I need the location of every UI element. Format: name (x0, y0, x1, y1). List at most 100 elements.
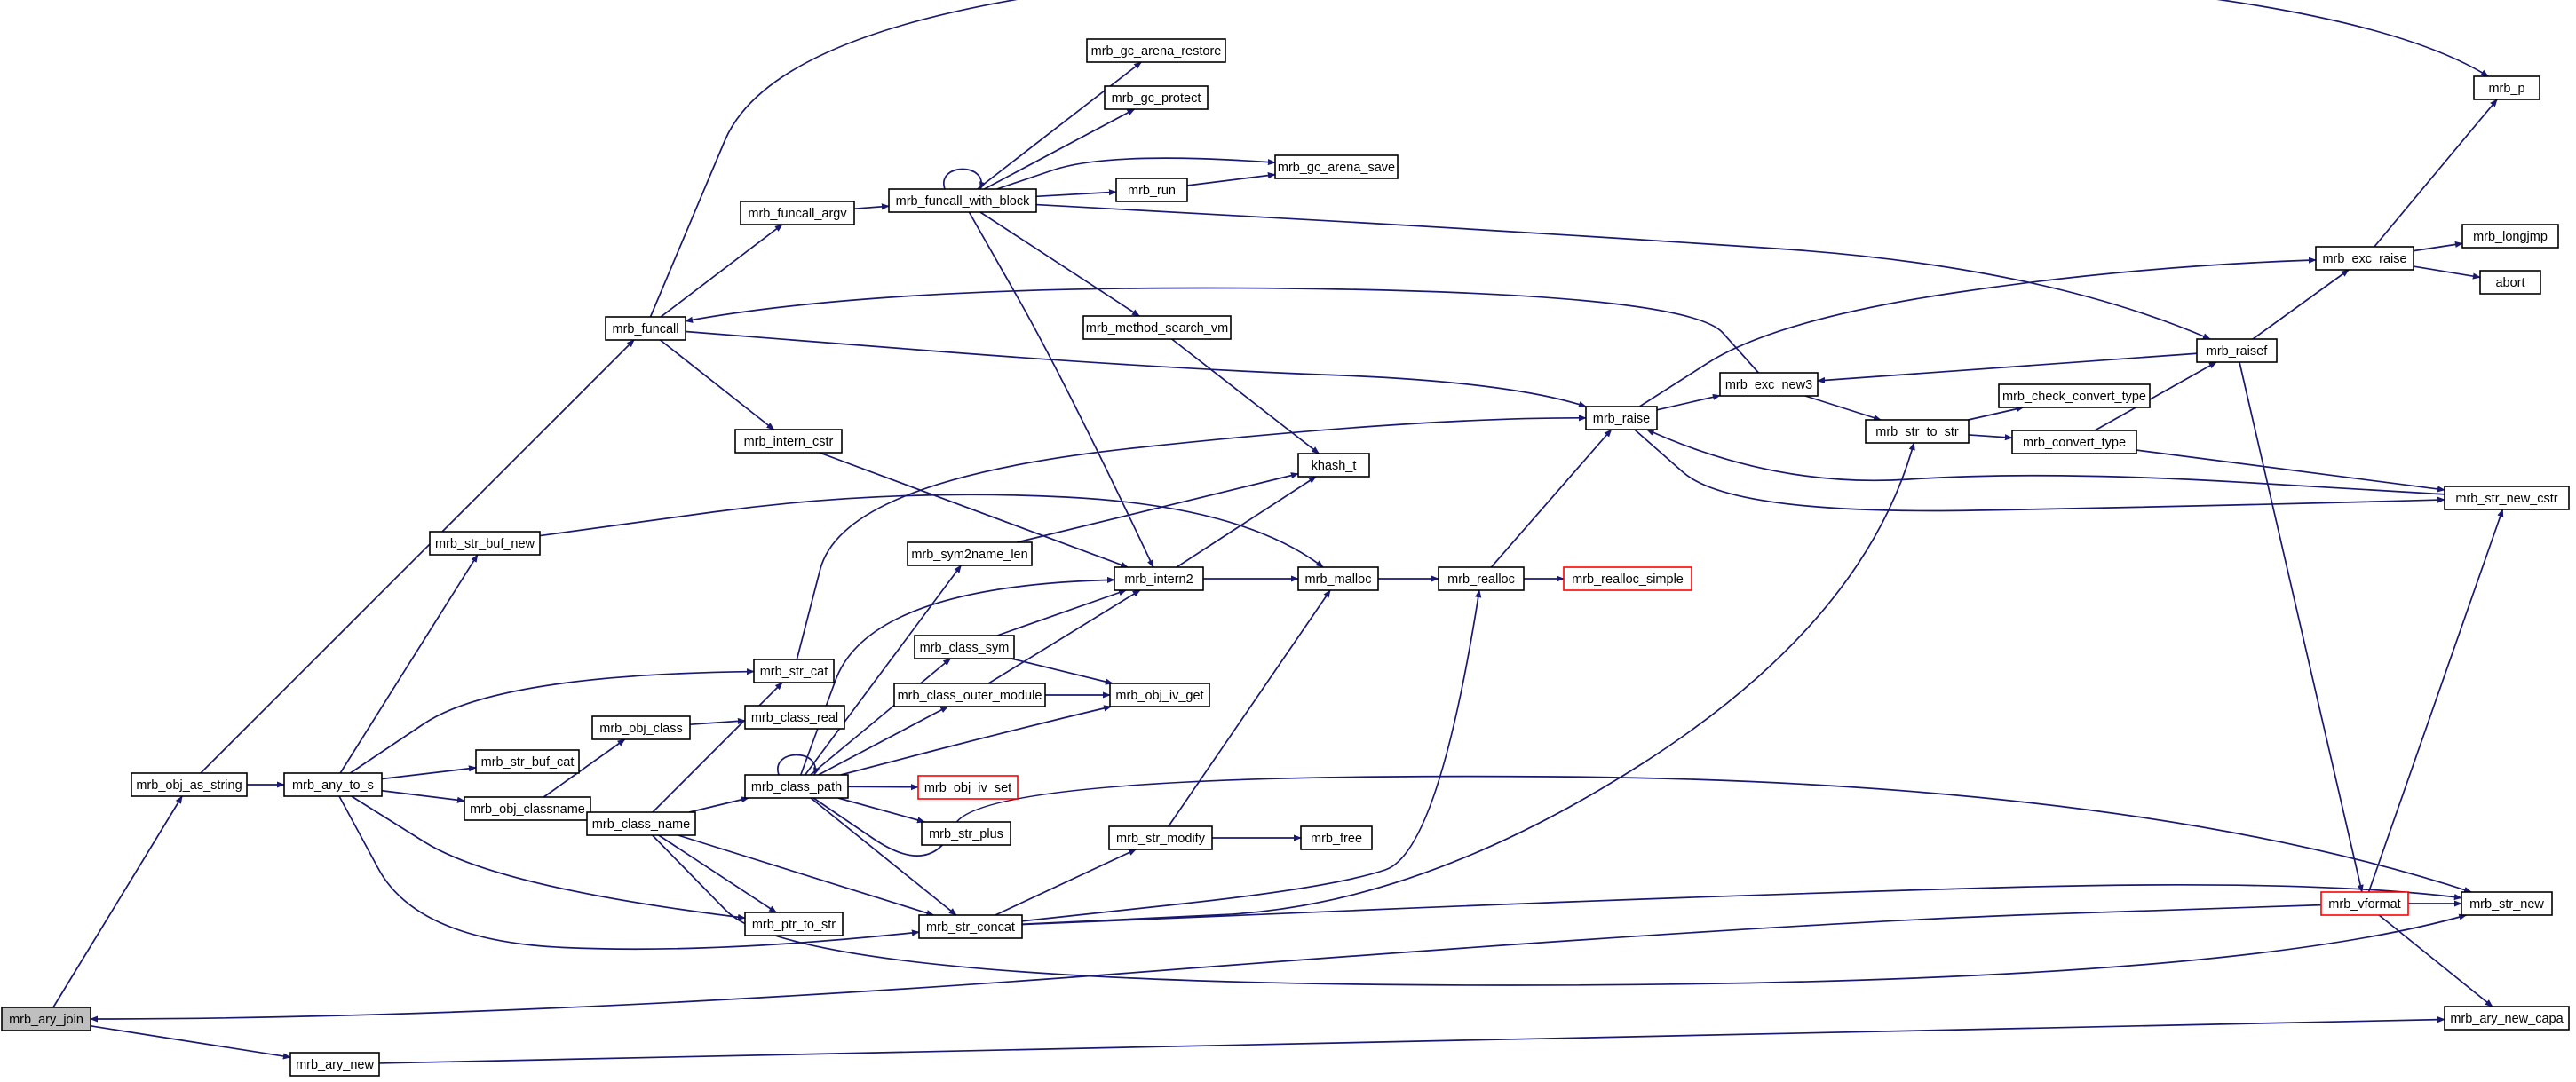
edge-mrb_funcall_with_block-to-mrb_run (1035, 189, 1117, 198)
node-box (1086, 38, 1226, 63)
edge-mrb_realloc-to-mrb_raise (1490, 429, 1613, 568)
node-mrb-sym2name-len[interactable]: mrb_sym2name_len (907, 541, 1033, 566)
node-mrb-raisef[interactable]: mrb_raisef (2196, 338, 2278, 363)
edge-line (810, 658, 952, 776)
node-label: mrb_sym2name_len (911, 548, 1027, 562)
node-mrb-obj-class[interactable]: mrb_obj_class (591, 715, 691, 740)
node-mrb-any-to-s[interactable]: mrb_any_to_s (283, 772, 383, 797)
edge-line (2094, 361, 2217, 431)
edge-mrb_funcall_with_block-to-mrb_intern2 (968, 211, 1154, 568)
node-mrb-malloc[interactable]: mrb_malloc (1297, 566, 1379, 591)
node-label: mrb_class_name (592, 817, 690, 832)
node-label: mrb_obj_iv_set (924, 781, 1011, 795)
node-mrb-str-plus[interactable]: mrb_str_plus (921, 821, 1011, 846)
node-box (429, 531, 541, 556)
node-mrb-free[interactable]: mrb_free (1300, 825, 1373, 850)
node-mrb-class-outer-module[interactable]: mrb_class_outer_module (893, 683, 1046, 707)
node-mrb-ary-new[interactable]: mrb_ary_new (289, 1052, 380, 1077)
edge-line (996, 157, 1276, 190)
node-mrb-run[interactable]: mrb_run (1115, 178, 1188, 202)
node-mrb-exc-new3[interactable]: mrb_exc_new3 (1719, 372, 1819, 397)
node-mrb-gc-arena-restore[interactable]: mrb_gc_arena_restore (1086, 38, 1226, 63)
node-mrb-class-path[interactable]: mrb_class_path (744, 774, 849, 799)
node-label: mrb_class_sym (920, 641, 1010, 655)
node-mrb-ptr-to-str[interactable]: mrb_ptr_to_str (744, 912, 844, 936)
node-mrb-gc-protect[interactable]: mrb_gc_protect (1104, 85, 1209, 110)
edge-mrb_raise-to-mrb_exc_raise (1638, 257, 2317, 407)
node-mrb-p[interactable]: mrb_p (2473, 75, 2540, 100)
node-mrb-method-search-vm[interactable]: mrb_method_search_vm (1082, 315, 1232, 340)
edge-line (777, 754, 820, 776)
edge-mrb_str_to_str-to-mrb_convert_type (1968, 434, 2013, 441)
node-mrb-ary-new-capa[interactable]: mrb_ary_new_capa (2444, 1006, 2570, 1031)
edge-line (804, 565, 963, 776)
node-mrb-exc-raise[interactable]: mrb_exc_raise (2315, 246, 2414, 271)
node-label: mrb_str_new (2469, 897, 2544, 912)
node-mrb-obj-iv-set[interactable]: mrb_obj_iv_set (917, 775, 1019, 800)
edge-mrb_ary_join-to-mrb_ary_new (90, 1025, 291, 1060)
node-mrb-obj-iv-get[interactable]: mrb_obj_iv_get (1109, 683, 1210, 707)
node-mrb-convert-type[interactable]: mrb_convert_type (2011, 430, 2137, 454)
node-mrb-ary-join[interactable]: mrb_ary_join (1, 1007, 91, 1031)
node-abort[interactable]: abort (2479, 270, 2541, 295)
edge-line (90, 1025, 291, 1060)
node-mrb-str-concat[interactable]: mrb_str_concat (918, 914, 1023, 939)
node-mrb-str-modify[interactable]: mrb_str_modify (1108, 825, 1213, 850)
node-mrb-funcall-with-block[interactable]: mrb_funcall_with_block (888, 188, 1037, 213)
node-mrb-str-new[interactable]: mrb_str_new (2461, 891, 2553, 916)
node-mrb-str-buf-cat[interactable]: mrb_str_buf_cat (475, 749, 580, 774)
node-mrb-realloc[interactable]: mrb_realloc (1438, 566, 1525, 591)
edge-mrb_method_search_vm-to-khash_t (1171, 338, 1320, 454)
edge-line (1021, 442, 1915, 926)
node-mrb-str-to-str[interactable]: mrb_str_to_str (1865, 419, 1970, 444)
edge-line (688, 796, 749, 813)
node-label: mrb_ary_join (9, 1013, 83, 1027)
edge-mrb_raisef-to-mrb_vformat (2239, 361, 2364, 893)
node-box (2196, 338, 2278, 363)
edge-line (840, 705, 1113, 776)
node-mrb-longjmp[interactable]: mrb_longjmp (2461, 224, 2559, 249)
edge-mrb_funcall_with_block-to-mrb_gc_arena_save (996, 157, 1276, 190)
edge-line (943, 168, 986, 190)
edge-line (1804, 395, 1882, 421)
node-label: mrb_ptr_to_str (752, 918, 836, 932)
node-mrb-class-name[interactable]: mrb_class_name (586, 811, 696, 836)
node-mrb-raise[interactable]: mrb_raise (1585, 406, 1658, 430)
node-label: mrb_str_cat (760, 665, 828, 679)
node-mrb-str-new-cstr[interactable]: mrb_str_new_cstr (2444, 486, 2570, 510)
node-mrb-check-convert-type[interactable]: mrb_check_convert_type (1998, 383, 2151, 408)
node-mrb-class-sym[interactable]: mrb_class_sym (914, 635, 1015, 659)
node-mrb-funcall[interactable]: mrb_funcall (605, 316, 686, 341)
edge-line (2378, 914, 2493, 1007)
node-mrb-funcall-argv[interactable]: mrb_funcall_argv (740, 201, 855, 225)
node-mrb-vformat[interactable]: mrb_vformat (2320, 891, 2409, 916)
node-mrb-intern2[interactable]: mrb_intern2 (1114, 566, 1204, 591)
node-label: mrb_gc_protect (1112, 91, 1201, 106)
edge-mrb_str_modify-to-mrb_malloc (1168, 589, 1331, 827)
node-mrb-str-buf-new[interactable]: mrb_str_buf_new (429, 531, 541, 556)
node-label: mrb_run (1128, 184, 1176, 198)
edge-line (1176, 476, 1317, 568)
node-box (744, 774, 849, 799)
edge-line (649, 0, 2489, 318)
edge-mrb_str_cat-to-mrb_raise (796, 415, 1587, 660)
node-mrb-obj-classname[interactable]: mrb_obj_classname (464, 796, 591, 821)
node-mrb-str-cat[interactable]: mrb_str_cat (753, 659, 835, 683)
node-khash-t[interactable]: khash_t (1297, 453, 1370, 478)
edge-mrb_ary_join-to-mrb_obj_as_string (52, 795, 183, 1008)
edge-mrb_funcall_argv-to-mrb_funcall_with_block (853, 203, 890, 210)
node-mrb-gc-arena-save[interactable]: mrb_gc_arena_save (1274, 154, 1399, 179)
node-label: mrb_str_modify (1116, 832, 1206, 846)
node-mrb-realloc-simple[interactable]: mrb_realloc_simple (1563, 566, 1692, 591)
edge-line (837, 797, 926, 824)
node-box (2011, 430, 2137, 454)
node-box (2461, 224, 2559, 249)
node-mrb-intern-cstr[interactable]: mrb_intern_cstr (734, 429, 843, 454)
edge-line (1968, 406, 2025, 421)
node-mrb-obj-as-string[interactable]: mrb_obj_as_string (131, 772, 248, 797)
node-mrb-class-real[interactable]: mrb_class_real (744, 705, 845, 730)
node-box (1585, 406, 1658, 430)
edge-mrb_str_concat-to-mrb_realloc (1021, 589, 1482, 922)
node-label: mrb_ary_new_capa (2450, 1012, 2564, 1026)
edge-mrb_any_to_s-to-mrb_ptr_to_str (351, 795, 746, 920)
